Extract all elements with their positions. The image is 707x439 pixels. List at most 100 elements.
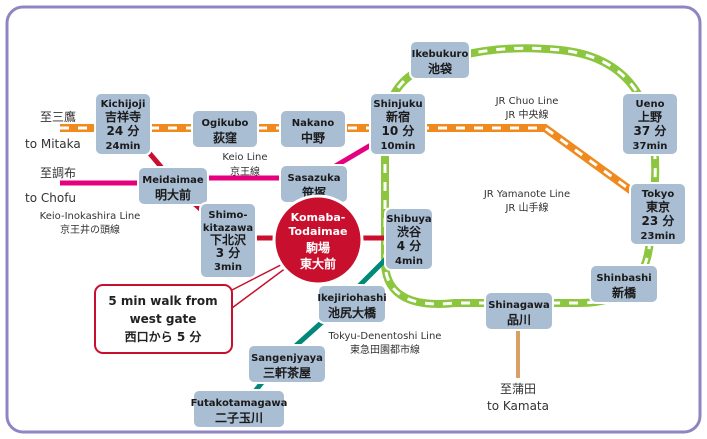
station-text: 下北沢 xyxy=(210,232,247,247)
station-text: Tokyo xyxy=(642,189,675,200)
station-text: Shinjuku xyxy=(373,99,422,110)
label-inokashira-jp: 京王井の頭線 xyxy=(60,223,120,236)
station-box xyxy=(247,344,327,384)
denentoshi-line xyxy=(238,238,407,412)
station-text: Shibuya xyxy=(386,214,431,225)
station-text: 3min xyxy=(214,262,242,273)
station-text: Ikebukuro xyxy=(412,49,469,60)
walk-callout: 5 min walk from west gate 西口から 5 分 xyxy=(94,284,233,354)
station-box xyxy=(279,109,347,149)
station-box xyxy=(409,40,471,80)
station-box xyxy=(484,291,554,331)
station-text: 二子玉川 xyxy=(215,411,263,425)
station-text: 4min xyxy=(395,256,423,267)
station-box xyxy=(199,202,257,279)
station-text: Shinagawa xyxy=(488,300,550,311)
station-text: 明大前 xyxy=(155,187,191,202)
label-chuo-en: JR Chuo Line xyxy=(495,96,559,107)
station-text: 3 分 xyxy=(216,245,241,260)
station-shinagawa[interactable]: Shinagawa 品川 xyxy=(484,291,554,331)
label-yamanote-en: JR Yamanote Line xyxy=(483,189,570,200)
station-text: 37 分 xyxy=(634,123,667,138)
station-text: 品川 xyxy=(507,313,531,327)
station-text: 新宿 xyxy=(386,109,410,124)
destination-text-3: 東大前 xyxy=(300,256,336,271)
station-text: Ogikubo xyxy=(202,118,249,129)
label-keio-jp: 京王線 xyxy=(230,165,260,178)
destination-komaba-todaimae[interactable]: Komaba- Todaimae 駒場 東大前 xyxy=(272,194,364,286)
label-keio-en: Keio Line xyxy=(222,152,267,163)
station-text: 吉祥寺 xyxy=(105,109,141,124)
station-text: 東京 xyxy=(646,199,670,214)
station-box xyxy=(384,207,434,271)
station-box xyxy=(589,264,659,304)
station-text: Shimo- xyxy=(208,210,247,221)
station-text: 23min xyxy=(641,231,676,242)
label-mitaka-en: to Mitaka xyxy=(25,137,81,151)
station-text: Futakotamagawa xyxy=(191,398,288,409)
station-box xyxy=(137,166,209,206)
label-denentoshi-en: Tokyu-Denentoshi Line xyxy=(328,331,442,342)
label-mitaka-jp: 至三鷹 xyxy=(40,109,76,124)
station-text: Kichijoji xyxy=(101,99,146,110)
label-kamata-jp: 至蒲田 xyxy=(500,382,536,396)
label-chuo-jp: JR 中央線 xyxy=(504,108,548,121)
station-text: 荻窪 xyxy=(213,130,237,145)
station-text: 中野 xyxy=(301,130,325,145)
station-text: 10min xyxy=(381,141,416,152)
label-inokashira-en: Keio-Inokashira Line xyxy=(40,211,141,222)
station-text: 24min xyxy=(106,141,141,152)
station-text: 37min xyxy=(633,141,668,152)
station-text: 渋谷 xyxy=(397,224,422,239)
station-box xyxy=(192,389,286,429)
station-text: Ueno xyxy=(636,99,665,110)
destination-text-0: Komaba- xyxy=(291,211,346,224)
station-text: 池尻大橋 xyxy=(328,305,377,320)
station-box xyxy=(94,92,152,156)
callout-line-2: 西口から 5 分 xyxy=(125,329,202,344)
destination-text-1: Todaimae xyxy=(288,225,347,238)
station-text: Nakano xyxy=(292,118,335,129)
label-denentoshi-jp: 東急田園都市線 xyxy=(350,343,420,356)
label-kamata-en: to Kamata xyxy=(487,399,549,413)
station-text: Sangenjyaya xyxy=(251,353,323,364)
chuo-line-dash xyxy=(60,126,659,212)
station-text: Sasazuka xyxy=(288,173,341,184)
station-box xyxy=(369,92,427,156)
station-text: Ikejiriohashi xyxy=(317,293,386,304)
station-text: 新橋 xyxy=(612,285,637,300)
station-text: 池袋 xyxy=(428,61,453,76)
station-box xyxy=(191,109,259,149)
station-box xyxy=(629,182,687,246)
station-text: 4 分 xyxy=(397,238,422,253)
station-futakotamagawa[interactable]: Futakotamagawa 二子玉川 xyxy=(191,389,288,429)
station-box xyxy=(317,284,387,324)
destination-text-2: 駒場 xyxy=(306,240,330,255)
callout-line-0: 5 min walk from xyxy=(108,294,217,308)
callout-line-1: west gate xyxy=(130,312,197,326)
station-text: 上野 xyxy=(638,109,662,124)
station-text: Meidaimae xyxy=(142,175,204,186)
station-text: 23 分 xyxy=(642,213,675,228)
station-text: 三軒茶屋 xyxy=(263,365,311,380)
label-chofu-en: to Chofu xyxy=(25,191,76,205)
station-text: 24 分 xyxy=(107,123,140,138)
station-text: 10 分 xyxy=(382,123,415,138)
label-yamanote-jp: JR 山手線 xyxy=(504,201,548,214)
label-chofu-jp: 至調布 xyxy=(40,166,76,180)
station-text: Shinbashi xyxy=(596,273,651,284)
